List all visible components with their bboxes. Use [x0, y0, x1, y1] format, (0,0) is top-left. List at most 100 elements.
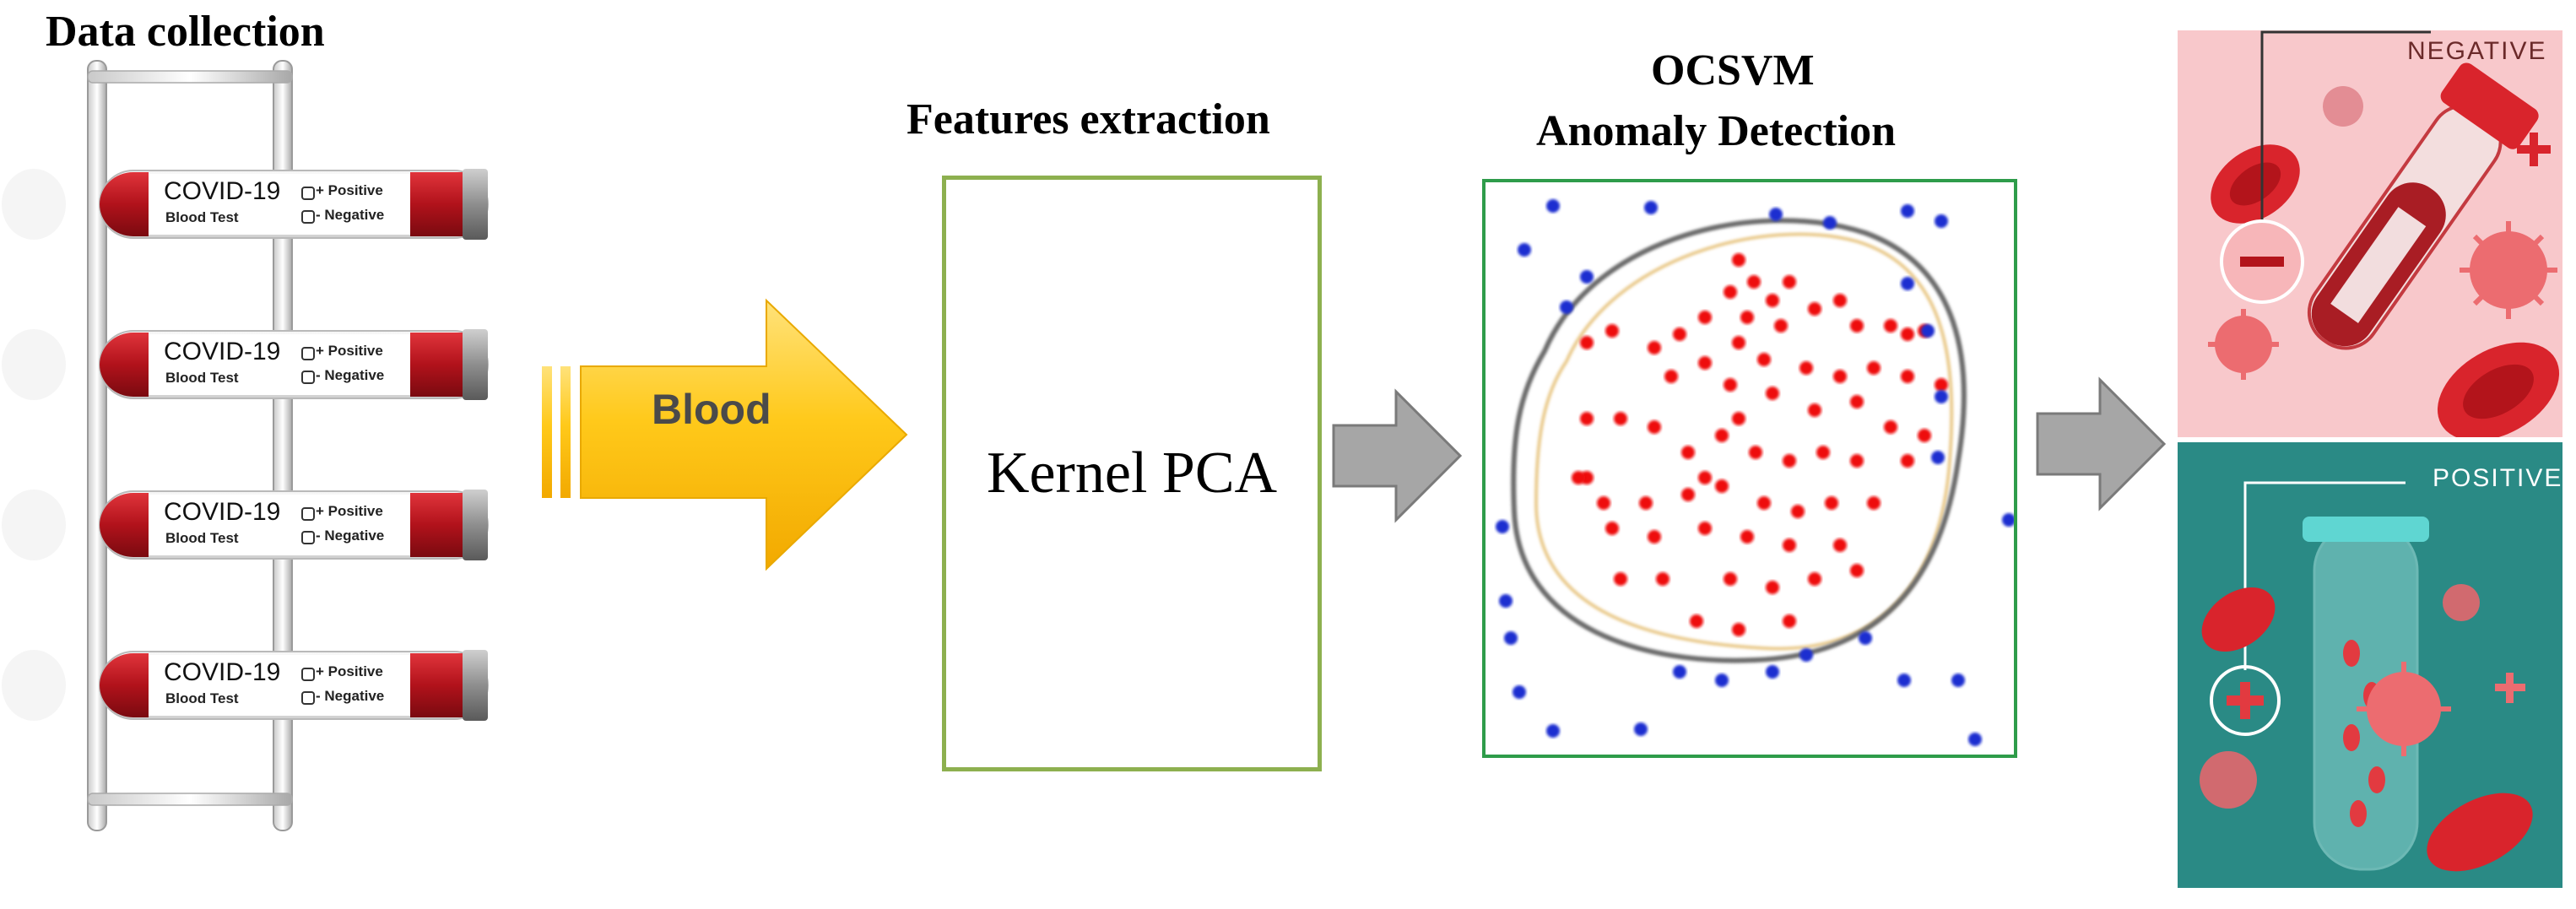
test-tube-rack — [87, 60, 293, 831]
inlier-point — [1673, 327, 1686, 341]
tube-brand-label: COVID-19 — [164, 658, 281, 686]
outlier-point — [2002, 513, 2014, 527]
tube-negative-option: - Negative — [316, 367, 385, 383]
inlier-point — [1572, 471, 1585, 484]
inlier-point — [1740, 311, 1754, 324]
outlier-point — [1546, 724, 1560, 738]
features-extraction-title: Features extraction — [906, 95, 1270, 143]
positive-illustration — [2200, 481, 2533, 872]
outlier-point — [1504, 631, 1518, 645]
inlier-point — [1664, 370, 1678, 383]
outlier-point — [1546, 199, 1560, 213]
inlier-point — [1648, 341, 1661, 354]
outlier-point — [1560, 300, 1573, 314]
inlier-point — [1774, 319, 1788, 333]
inlier-point — [1724, 378, 1737, 392]
inlier-point — [1808, 403, 1821, 417]
inlier-point — [1724, 572, 1737, 586]
outlier-point — [1823, 216, 1837, 230]
tube-brand-label: COVID-19 — [164, 177, 281, 205]
inlier-point — [1698, 356, 1712, 370]
outlier-point — [1673, 665, 1686, 679]
tube-positive-option: + Positive — [316, 503, 383, 519]
outlier-point — [1513, 685, 1526, 699]
inlier-point — [1724, 285, 1737, 299]
inlier-point — [1766, 581, 1779, 594]
inlier-point — [1783, 538, 1796, 552]
tube-test-label: Blood Test — [165, 530, 239, 546]
outlier-point — [1496, 520, 1509, 533]
outlier-point — [1859, 631, 1872, 645]
tube-positive-option: + Positive — [316, 343, 383, 359]
outlier-point — [1935, 214, 1948, 228]
inlier-point — [1833, 294, 1847, 307]
inlier-point — [1732, 253, 1745, 267]
inlier-point — [1867, 496, 1881, 510]
negative-illustration — [2208, 30, 2560, 437]
inlier-point — [1884, 319, 1897, 333]
inlier-point — [1816, 446, 1830, 459]
blood-arrow-label: Blood — [652, 386, 771, 433]
tube-negative-option: - Negative — [316, 688, 385, 704]
anomaly-detection-title: Anomaly Detection — [1536, 107, 1897, 155]
tube-test-label: Blood Test — [165, 370, 239, 386]
inlier-point — [1681, 446, 1695, 459]
inlier-point — [1681, 488, 1695, 501]
positive-label: POSITIVE — [2433, 464, 2562, 492]
tube-negative-option: - Negative — [316, 528, 385, 544]
inlier-point — [1808, 572, 1821, 586]
inlier-point — [1715, 429, 1729, 442]
inlier-point — [1614, 572, 1627, 586]
outlier-point — [1580, 270, 1594, 284]
inlier-point — [1799, 361, 1813, 375]
inlier-point — [1867, 361, 1881, 375]
inlier-point — [1783, 614, 1796, 628]
decision-boundary — [1511, 218, 1967, 663]
inlier-point — [1791, 505, 1805, 518]
outlier-point — [1766, 665, 1779, 679]
inlier-point — [1901, 370, 1914, 383]
inlier-point — [1656, 572, 1670, 586]
inlier-point — [1766, 387, 1779, 400]
inlier-point — [1783, 275, 1796, 289]
tube-positive-option: + Positive — [316, 663, 383, 679]
inlier-point — [1850, 395, 1864, 409]
yellow-boundary — [1534, 232, 1954, 651]
positive-result-panel: POSITIVE — [2178, 442, 2562, 888]
tube-test-label: Blood Test — [165, 209, 239, 225]
inlier-point — [1935, 378, 1948, 392]
ocsvm-title: OCSVM — [1651, 46, 1815, 95]
inlier-point — [1740, 530, 1754, 544]
tube-brand-label: COVID-19 — [164, 338, 281, 365]
outlier-point — [1518, 243, 1531, 257]
blood-arrow — [542, 298, 908, 571]
inlier-point — [1783, 454, 1796, 468]
inlier-point — [1605, 522, 1619, 535]
inlier-point — [1732, 412, 1745, 425]
grey-arrow-2 — [2036, 376, 2167, 511]
tube-positive-option: + Positive — [316, 182, 383, 198]
inlier-point — [1808, 302, 1821, 316]
inlier-point — [1597, 496, 1610, 510]
inlier-point — [1749, 446, 1762, 459]
kernel-pca-label: Kernel PCA — [986, 441, 1278, 506]
inlier-point — [1698, 522, 1712, 535]
outlier-point — [1931, 451, 1945, 464]
outlier-point — [1897, 674, 1911, 687]
inlier-point — [1918, 429, 1931, 442]
kernel-pca-box: Kernel PCA — [942, 176, 1322, 771]
inlier-point — [1825, 496, 1838, 510]
outlier-point — [1769, 208, 1783, 221]
inlier-point — [1639, 496, 1653, 510]
inlier-point — [1580, 336, 1594, 349]
inlier-point — [1690, 614, 1703, 628]
inlier-point — [1605, 324, 1619, 338]
negative-label: NEGATIVE — [2407, 37, 2547, 65]
outlier-point — [1901, 204, 1914, 218]
inlier-point — [1648, 420, 1661, 434]
inlier-point — [1698, 471, 1712, 484]
inlier-point — [1850, 564, 1864, 577]
